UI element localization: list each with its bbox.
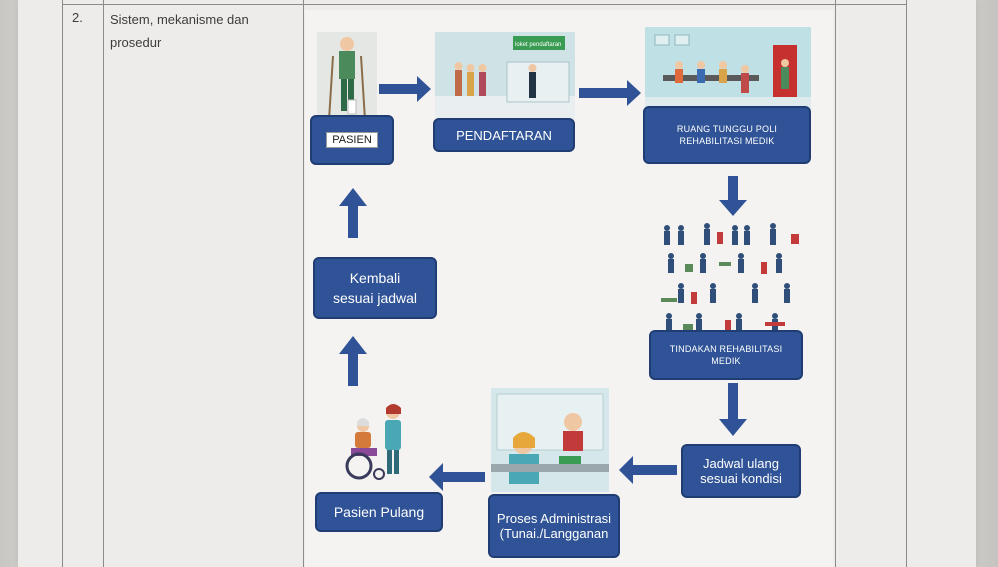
table-border-number [103,0,104,567]
arrow-pasien-to-pendaftaran [379,76,431,102]
node-pasien: PASIEN [310,115,394,165]
wheelchair-illustration [345,404,401,480]
node-pasien-pulang: Pasien Pulang [315,492,443,532]
waiting-room-illustration [645,27,811,113]
arrow-pendaftaran-to-ruang-tunggu [579,80,641,106]
arrow-kembali-to-pasien [339,188,367,238]
node-pendaftaran: PENDAFTARAN [433,118,575,152]
flow-arrows [339,76,747,491]
table-border-top [62,4,907,5]
row-label: Sistem, mekanisme dan prosedur [110,12,249,50]
node-ruang-tunggu: RUANG TUNGGU POLI REHABILITASI MEDIK [643,106,811,164]
table-border-left [62,0,63,567]
arrow-tindakan-to-jadwal [719,383,747,436]
arrow-proses-to-pulang [429,463,485,491]
node-kembali: Kembali sesuai jadwal [313,257,437,319]
table-border-content [835,0,836,567]
cashier-illustration [491,388,609,492]
table-border-right [906,0,907,567]
flow-diagram: PASIEN loket pendaftaran PENDAFTARAN RUA… [305,10,833,567]
arrow-pulang-to-kembali [339,336,367,386]
row-number: 2. [72,10,83,25]
node-proses-administrasi: Proses Administrasi (Tunai./Langganan [488,494,620,558]
registration-illustration: loket pendaftaran [435,32,575,120]
arrow-jadwal-to-proses [619,456,677,484]
pasien-label: PASIEN [326,132,378,148]
node-jadwal-ulang: Jadwal ulang sesuai kondisi [681,444,801,498]
table-border-label [303,0,304,567]
loket-sign: loket pendaftaran [515,42,561,48]
rehab-exercises-illustration [661,223,799,331]
arrow-ruang-tunggu-to-tindakan [719,176,747,216]
node-tindakan: TINDAKAN REHABILITASI MEDIK [649,330,803,380]
patient-crutch-illustration [317,32,377,128]
